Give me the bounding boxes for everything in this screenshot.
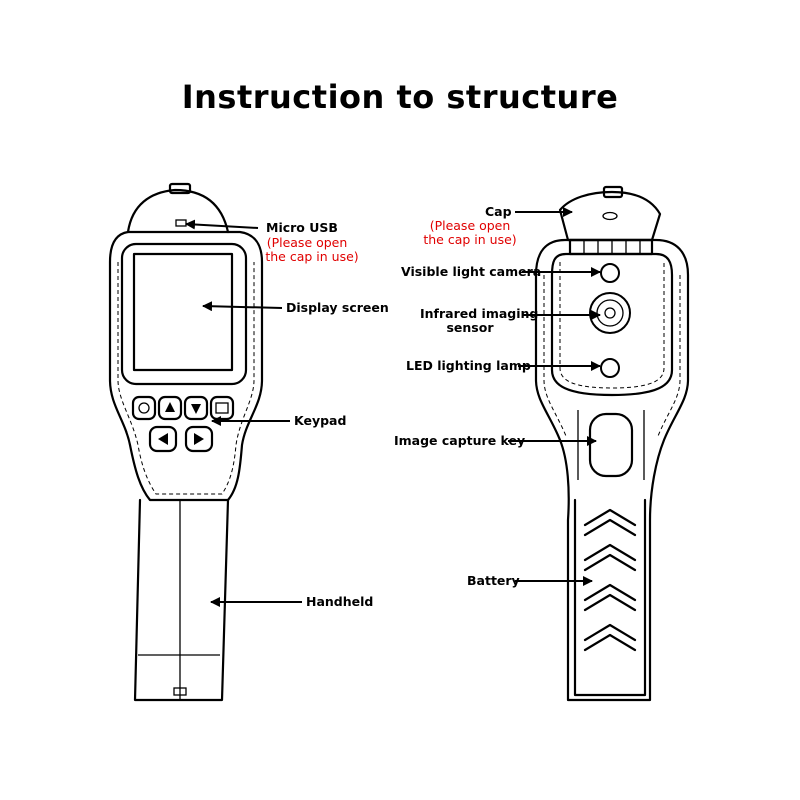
label-display-screen: Display screen: [286, 300, 389, 315]
infrared-sensor-shape: [589, 292, 631, 334]
sensor-panel: [550, 252, 674, 397]
display-screen-shape: [132, 252, 234, 372]
label-infrared-1: Infrared imaging: [420, 306, 539, 321]
usb-port: [175, 219, 187, 227]
label-visible-light-camera: Visible light camera: [401, 264, 542, 279]
note-cap-1: (Please open: [429, 218, 511, 233]
screen-bezel: [120, 242, 248, 386]
label-micro-usb: Micro USB: [266, 220, 338, 235]
note-micro-usb-1: (Please open: [266, 235, 348, 250]
label-infrared-2: sensor: [446, 320, 494, 335]
front-handle: [133, 498, 230, 702]
note-cap-2: the cap in use): [423, 232, 517, 247]
label-keypad: Keypad: [294, 413, 347, 428]
label-battery: Battery: [467, 573, 520, 588]
keypad-shape: [131, 395, 235, 453]
back-cap: [558, 190, 662, 242]
label-image-capture-key: Image capture key: [394, 433, 526, 448]
front-body: [108, 230, 264, 502]
note-micro-usb-2: the cap in use): [265, 249, 359, 264]
page-title: Instruction to structure: [181, 78, 619, 116]
label-led-lamp: LED lighting lamp: [406, 358, 531, 373]
back-body: [534, 238, 690, 702]
capture-key-shape: [588, 412, 634, 478]
battery-grip: [573, 498, 647, 697]
label-cap: Cap: [485, 204, 512, 219]
leader-arrows: [185, 207, 601, 607]
led-lamp-shape: [600, 358, 620, 378]
back-view: [534, 185, 690, 702]
front-cap-loop: [126, 188, 230, 234]
battery-chevrons: [583, 508, 637, 652]
label-handheld: Handheld: [306, 594, 374, 609]
visible-camera-shape: [600, 263, 620, 283]
front-view: [108, 182, 264, 702]
